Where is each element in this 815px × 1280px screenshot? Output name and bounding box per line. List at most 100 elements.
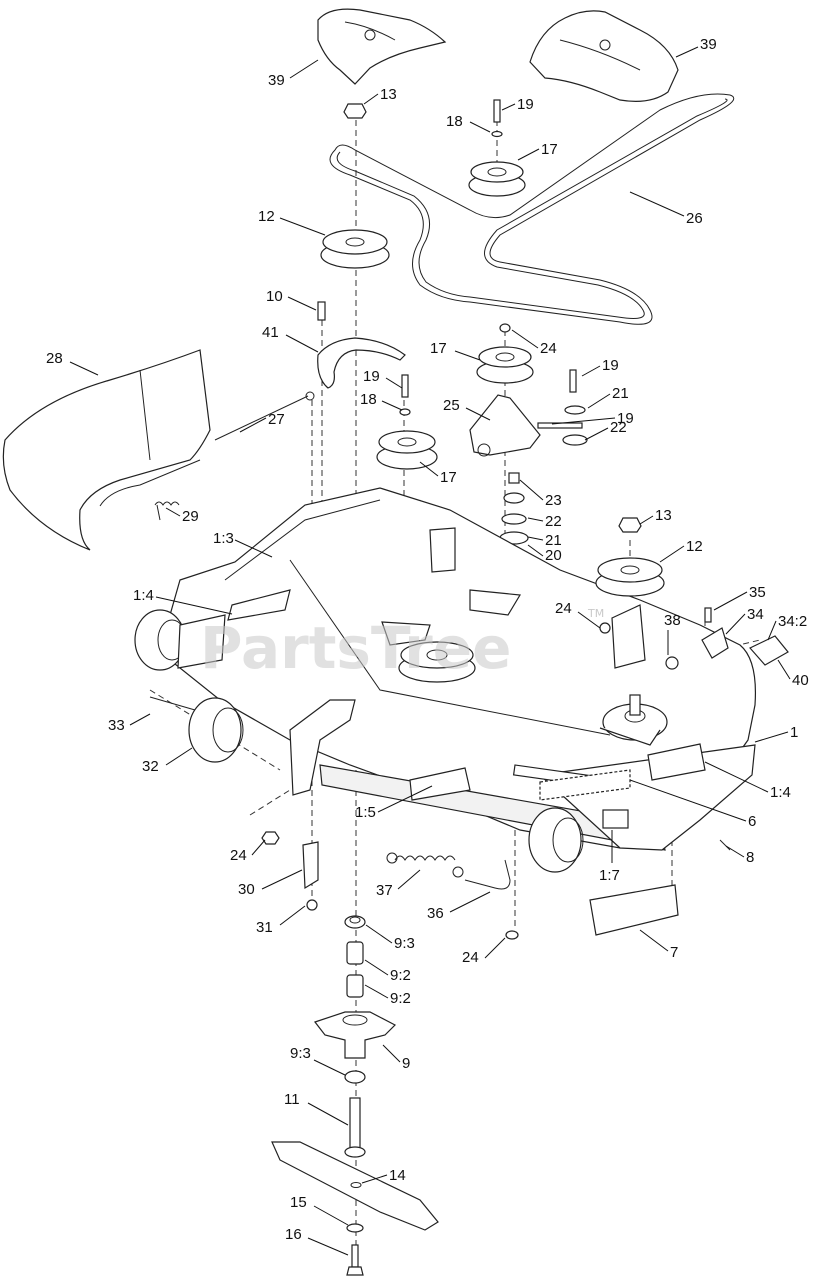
leader-line-c24b [577, 611, 601, 629]
leader-line-c35 [713, 591, 748, 611]
leader-line-c12a [279, 217, 326, 236]
leader-line-c9_3a [365, 924, 393, 944]
callout-label-c34_2: 34:2 [778, 613, 807, 630]
leader-line-c24a [511, 329, 539, 349]
callout-label-c17c: 17 [440, 469, 457, 486]
leader-line-c19a [501, 103, 516, 111]
leader-line-c21a [587, 393, 611, 409]
callout-label-c1_4a: 1:4 [133, 587, 154, 604]
deck-wheel-front [149, 696, 244, 763]
idler-stack-hardware [499, 472, 529, 545]
spindle-shaft [344, 1097, 366, 1158]
leader-line-c20 [527, 544, 544, 557]
callout-label-c27: 27 [268, 411, 285, 428]
callout-label-c24b: 24 [555, 600, 572, 617]
deck-wheel-rear [528, 807, 584, 873]
leader-line-c33 [129, 713, 151, 726]
callout-label-c39a: 39 [268, 72, 285, 89]
leader-line-c36 [449, 891, 491, 913]
callout-label-c9_2b: 9:2 [390, 990, 411, 1007]
callout-label-c6: 6 [748, 813, 756, 830]
callout-label-c29: 29 [182, 508, 199, 525]
spindle-bearing-bottom [344, 1070, 366, 1084]
leader-line-c25 [465, 407, 491, 421]
callout-label-c19c: 19 [602, 357, 619, 374]
leader-line-c22b [527, 517, 544, 522]
extension-spring [386, 852, 464, 878]
callout-label-c22b: 22 [545, 513, 562, 530]
callout-label-c15: 15 [290, 1194, 307, 1211]
callout-label-c28: 28 [46, 350, 63, 367]
leader-line-c27 [239, 417, 267, 433]
chute-rod [214, 391, 315, 441]
spindle-pulley-right [595, 517, 665, 597]
callout-label-c1_5: 1:5 [355, 804, 376, 821]
leader-line-c9 [382, 1044, 401, 1063]
callout-label-c1_4b: 1:4 [770, 784, 791, 801]
leader-line-c9_2a [364, 959, 389, 976]
leader-line-c18a [469, 121, 491, 133]
callout-label-c8: 8 [746, 849, 754, 866]
leader-line-c37 [397, 869, 421, 890]
callout-label-c1: 1 [790, 724, 798, 741]
leader-line-c13b [639, 515, 654, 525]
deck-wheel-left [134, 609, 226, 671]
leader-line-c1_4a [155, 596, 233, 615]
leader-line-c1_4b [704, 761, 769, 793]
callout-label-c16: 16 [285, 1226, 302, 1243]
leader-line-c28 [69, 361, 99, 376]
leader-line-c19d [551, 417, 616, 425]
callout-label-c19a: 19 [517, 96, 534, 113]
callout-label-c1_3: 1:3 [213, 530, 234, 547]
leader-line-c26 [629, 191, 685, 217]
leader-line-c1_3 [234, 539, 273, 558]
callout-label-c19b: 19 [363, 368, 380, 385]
leader-line-c30 [261, 869, 303, 890]
callout-label-c41: 41 [262, 324, 279, 341]
callout-label-c33: 33 [108, 717, 125, 734]
callout-label-c17a: 17 [541, 141, 558, 158]
leader-line-c34 [725, 613, 746, 635]
callout-label-c17b: 17 [430, 340, 447, 357]
leader-line-c10 [287, 296, 317, 311]
callout-label-c19d: 19 [617, 410, 634, 427]
callout-label-c9: 9 [402, 1055, 410, 1072]
deck-hardware [261, 607, 789, 940]
leader-line-c41 [285, 334, 319, 353]
callout-label-c36: 36 [427, 905, 444, 922]
leader-line-c34_2 [767, 620, 777, 641]
drive-belt [329, 93, 735, 325]
leader-line-c1_5 [377, 785, 433, 813]
leader-line-c24d [484, 937, 506, 959]
callout-label-c24a: 24 [540, 340, 557, 357]
callout-label-c12a: 12 [258, 208, 275, 225]
callout-label-c1_7: 1:7 [599, 867, 620, 884]
callout-label-c12b: 12 [686, 538, 703, 555]
watermark-tm: TM [587, 607, 604, 620]
spindle-spacers [346, 941, 364, 998]
leader-line-c32 [165, 747, 193, 766]
deck-brackets [381, 527, 661, 746]
idler-pulley-mid [476, 323, 534, 384]
leader-line-c15 [313, 1205, 349, 1226]
leader-line-c39a [289, 59, 319, 79]
leader-line-c22a [584, 427, 609, 441]
leader-line-c9_3b [313, 1059, 346, 1076]
deck-decals [227, 589, 706, 829]
leader-line-c12b [659, 545, 685, 563]
leader-line-c19b [385, 377, 403, 389]
spindle-bearing-top [344, 915, 366, 929]
callout-label-c7: 7 [670, 944, 678, 961]
callout-label-c34: 34 [747, 606, 764, 623]
leader-line-c13a [363, 93, 379, 105]
belt-cover-left [317, 8, 447, 85]
leader-line-c17a [517, 148, 540, 161]
callout-label-c20: 20 [545, 547, 562, 564]
callout-label-c38: 38 [664, 612, 681, 629]
callout-label-c30: 30 [238, 881, 255, 898]
callout-label-c24c: 24 [230, 847, 247, 864]
leader-line-c7 [639, 929, 669, 952]
watermark: PartsTree [200, 614, 511, 682]
